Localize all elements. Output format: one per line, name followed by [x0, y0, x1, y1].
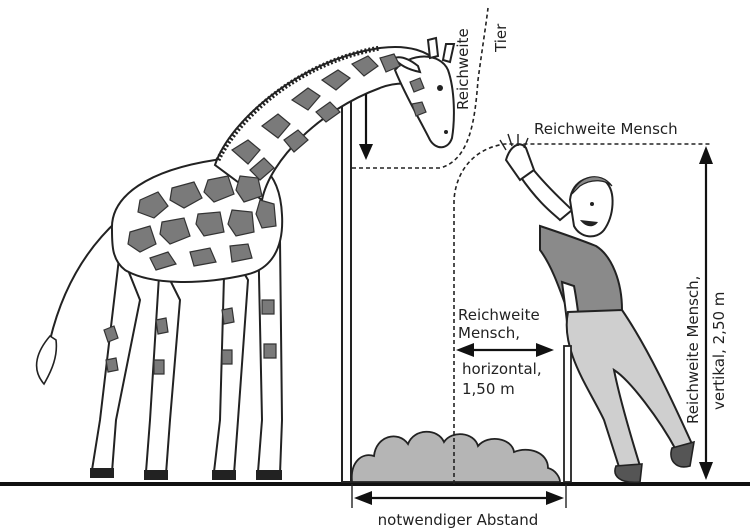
horizontal-reach-arrow [456, 343, 554, 357]
bush [352, 432, 560, 482]
reach-human-vertical-line2: vertikal, 2,50 m [710, 292, 728, 410]
reach-human-horizontal-line2: Mensch, [458, 324, 520, 342]
shirt [540, 226, 622, 318]
rail [564, 346, 571, 482]
giraffe [37, 38, 454, 480]
pants [567, 310, 692, 470]
required-distance-label: notwendiger Abstand [378, 511, 539, 529]
reach-human-horizontal-line3: horizontal, [462, 360, 542, 378]
fence-post [342, 102, 351, 482]
reach-human-horizontal-line1: Reichweite [458, 306, 540, 324]
reach-human-horizontal-line4: 1,50 m [462, 380, 515, 398]
required-distance-arrow [352, 484, 566, 508]
animal-reach-arrow [359, 94, 373, 160]
reach-animal-label-line2: Tier [492, 23, 510, 53]
reach-human-vertical-line1: Reichweite Mensch, [684, 276, 702, 424]
reach-human-top-label: Reichweite Mensch [534, 120, 678, 138]
reach-animal-label-line1: Reichweite [454, 28, 472, 110]
